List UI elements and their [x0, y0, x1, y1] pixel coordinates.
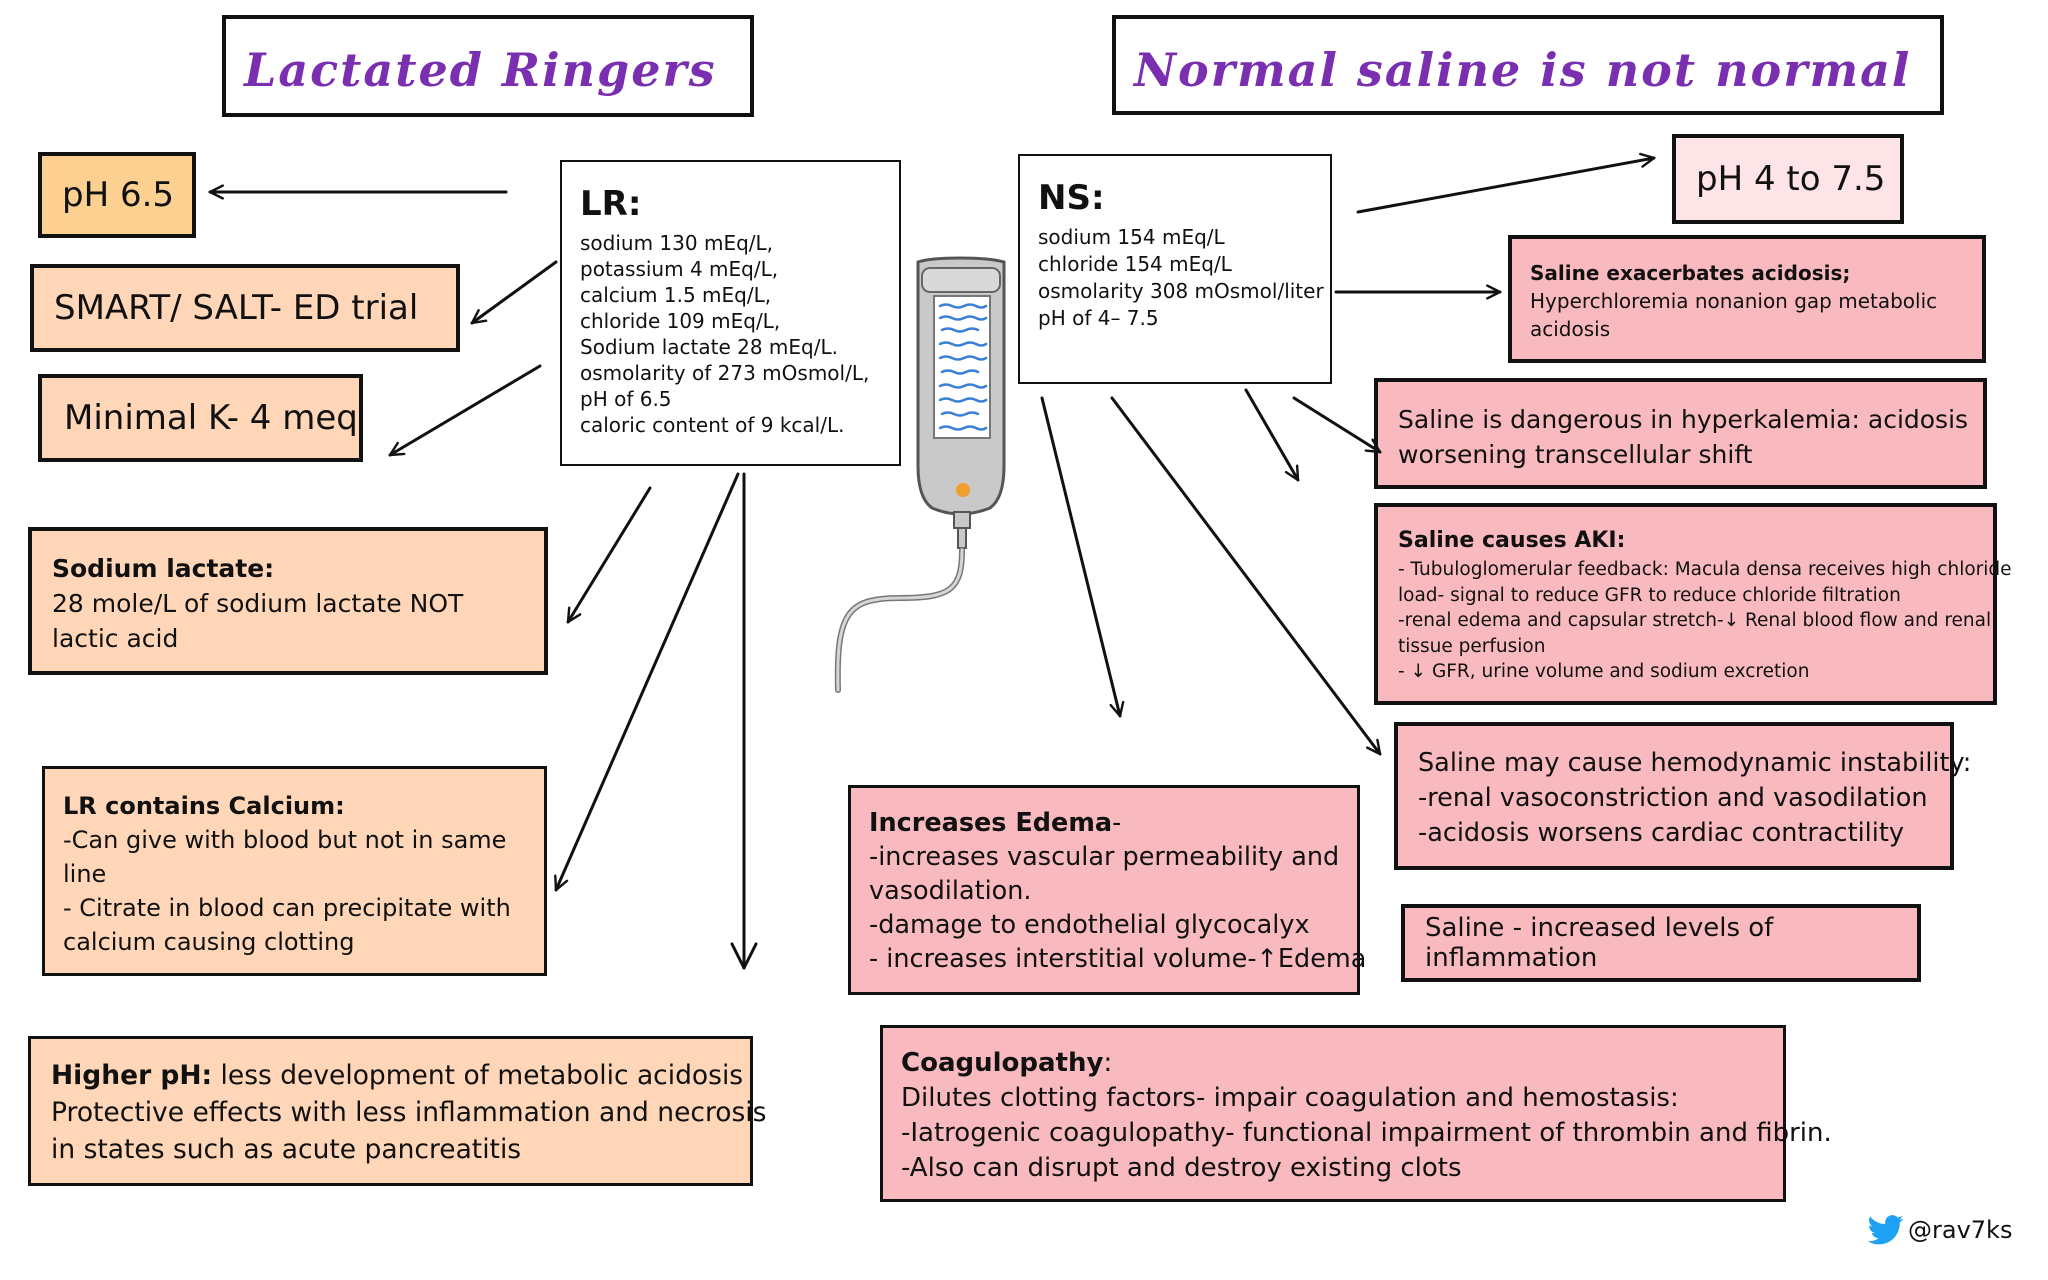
ns-ph-box: pH 4 to 7.5	[1672, 134, 1904, 224]
arrow-ns-to-hemodynamic	[1110, 396, 1382, 756]
arrow-lr-to-potassium	[388, 364, 542, 457]
lr-ph-box: pH 6.5	[38, 152, 196, 238]
hyperkalemia-line-1: Saline is dangerous in hyperkalemia: aci…	[1398, 405, 1969, 434]
higher-ph-box: Higher pH: less development of metabolic…	[28, 1036, 767, 1186]
coag-line-2: -Iatrogenic coagulopathy- functional imp…	[901, 1118, 1832, 1148]
ns-heading: NS:	[1038, 178, 1105, 218]
lr-line-caloric: caloric content of 9 kcal/L.	[580, 413, 845, 437]
higher-ph-line-1: Higher pH: less development of metabolic…	[51, 1057, 750, 1094]
twitter-bird-icon	[1867, 1215, 1904, 1245]
coag-title-suffix: :	[1103, 1048, 1113, 1078]
arrow-ns-to-aki	[1244, 388, 1300, 482]
sodium-lactate-title: Sodium lactate:	[52, 554, 275, 583]
lr-title: Lactated Ringers	[222, 15, 754, 117]
edema-title-suffix: -	[1112, 808, 1122, 838]
lr-ph-text: pH 6.5	[62, 175, 175, 215]
ns-title: Normal saline is not normal	[1112, 15, 1944, 115]
aki-line-4: tissue perfusion	[1398, 635, 1546, 657]
acidosis-body: Hyperchloremia nonanion gap metabolic ac…	[1530, 289, 1938, 341]
hemodynamic-line-1: Saline may cause hemodynamic instability…	[1418, 748, 1972, 778]
iv-bag-icon	[834, 256, 1006, 693]
aki-line-1: - Tubuloglomerular feedback: Macula dens…	[1398, 559, 2012, 580]
coag-title: Coagulopathy	[901, 1048, 1104, 1078]
higher-ph-title: Higher pH:	[51, 1060, 213, 1091]
calcium-box: LR contains Calcium: -Can give with bloo…	[42, 766, 547, 976]
edema-line-3: -damage to endothelial glycocalyx	[869, 910, 1310, 940]
arrow-lr-to-trial	[470, 260, 558, 325]
lr-title-text: Lactated Ringers	[244, 43, 717, 97]
edema-title: Increases Edema	[869, 808, 1113, 838]
acidosis-title: Saline exacerbates acidosis;	[1530, 261, 1851, 285]
edema-line-2: vasodilation.	[869, 876, 1032, 906]
higher-ph-line-3: in states such as acute pancreatitis	[51, 1134, 522, 1165]
potassium-box: Minimal K- 4 meq	[38, 374, 363, 462]
trial-box: SMART/ SALT- ED trial	[30, 264, 460, 352]
sodium-lactate-body: 28 mole/L of sodium lactate NOT lactic a…	[52, 589, 464, 653]
lr-line-chloride: chloride 109 mEq/L,	[580, 309, 781, 333]
lr-arrows	[208, 184, 758, 970]
hemodynamic-line-3: -acidosis worsens cardiac contractility	[1418, 818, 1904, 848]
lr-heading: LR:	[580, 184, 642, 224]
calcium-body-1: -Can give with blood but not in same lin…	[63, 826, 507, 888]
credit-handle: @rav7ks	[1908, 1216, 2013, 1244]
calcium-title: LR contains Calcium:	[63, 792, 345, 820]
ns-composition-box: NS: sodium 154 mEq/L chloride 154 mEq/L …	[1018, 154, 1332, 384]
coag-title-row: Coagulopathy:	[901, 1046, 1783, 1081]
lr-line-lactate: Sodium lactate 28 mEq/L.	[580, 335, 838, 359]
lr-composition-box: LR: sodium 130 mEq/L, potassium 4 mEq/L,…	[560, 160, 901, 466]
coag-line-1: Dilutes clotting factors- impair coagula…	[901, 1083, 1679, 1113]
calcium-body-2: - Citrate in blood can precipitate with …	[63, 894, 511, 956]
credit: @rav7ks	[1867, 1212, 2013, 1248]
lr-line-calcium: calcium 1.5 mEq/L,	[580, 283, 772, 307]
hemodynamic-box: Saline may cause hemodynamic instability…	[1394, 722, 1972, 870]
edema-line-1: -increases vascular permeability and	[869, 842, 1340, 872]
edema-box: Increases Edema- -increases vascular per…	[848, 785, 1367, 995]
aki-title: Saline causes AKI:	[1398, 528, 1626, 553]
ns-line-osmolarity: osmolarity 308 mOsmol/liter	[1038, 279, 1324, 303]
coagulopathy-box: Coagulopathy: Dilutes clotting factors- …	[880, 1025, 1832, 1202]
coag-line-3: -Also can disrupt and destroy existing c…	[901, 1153, 1462, 1183]
aki-list: - Tubuloglomerular feedback: Macula dens…	[1398, 557, 2012, 685]
lr-line-ph: pH of 6.5	[580, 387, 672, 411]
hyperkalemia-box: Saline is dangerous in hyperkalemia: aci…	[1374, 378, 1987, 489]
sodium-lactate-box: Sodium lactate: 28 mole/L of sodium lact…	[28, 527, 548, 675]
hyperkalemia-line-2: worsening transcellular shift	[1398, 440, 1753, 469]
arrow-ns-to-edema	[1040, 396, 1125, 718]
potassium-text: Minimal K- 4 meq	[64, 398, 358, 438]
inflammation-text: Saline - increased levels of inflammatio…	[1425, 913, 1774, 973]
higher-ph-line-2: Protective effects with less inflammatio…	[51, 1097, 767, 1128]
ns-line-chloride: chloride 154 mEq/L	[1038, 252, 1232, 276]
arrow-ns-to-hyperkalemia	[1292, 396, 1382, 454]
trial-text: SMART/ SALT- ED trial	[54, 288, 419, 328]
ns-title-text: Normal saline is not normal	[1134, 43, 1912, 97]
ns-ph-text: pH 4 to 7.5	[1696, 159, 1886, 199]
aki-line-3: -renal edema and capsular stretch-↓ Rena…	[1398, 610, 1992, 631]
ns-arrows	[1040, 152, 1656, 756]
hemodynamic-line-2: -renal vasoconstriction and vasodilation	[1418, 783, 1928, 813]
ns-line-sodium: sodium 154 mEq/L	[1038, 225, 1225, 249]
arrow-lr-to-calcium	[554, 472, 740, 892]
inflammation-box: Saline - increased levels of inflammatio…	[1401, 904, 1921, 982]
higher-ph-text-1: less development of metabolic acidosis	[212, 1060, 744, 1091]
lr-line-potassium: potassium 4 mEq/L,	[580, 257, 779, 281]
arrow-lr-to-lactate	[566, 486, 652, 624]
ns-line-ph: pH of 4– 7.5	[1038, 306, 1159, 330]
aki-box: Saline causes AKI: - Tubuloglomerular fe…	[1374, 503, 2012, 705]
edema-title-row: Increases Edema-	[869, 806, 1357, 840]
aki-line-2: load- signal to reduce GFR to reduce chl…	[1398, 584, 1901, 606]
lr-composition-list: sodium 130 mEq/L, potassium 4 mEq/L, cal…	[580, 230, 899, 438]
arrow-ns-to-ph	[1356, 152, 1656, 214]
lr-line-osmolarity: osmolarity of 273 mOsmol/L,	[580, 361, 870, 385]
acidosis-box: Saline exacerbates acidosis; Hyperchlore…	[1508, 235, 1986, 363]
aki-line-5: - ↓ GFR, urine volume and sodium excreti…	[1398, 661, 1810, 682]
lr-line-sodium: sodium 130 mEq/L,	[580, 231, 774, 255]
ns-composition-list: sodium 154 mEq/L chloride 154 mEq/L osmo…	[1038, 224, 1330, 332]
edema-line-4: - increases interstitial volume-↑Edema	[869, 944, 1367, 974]
